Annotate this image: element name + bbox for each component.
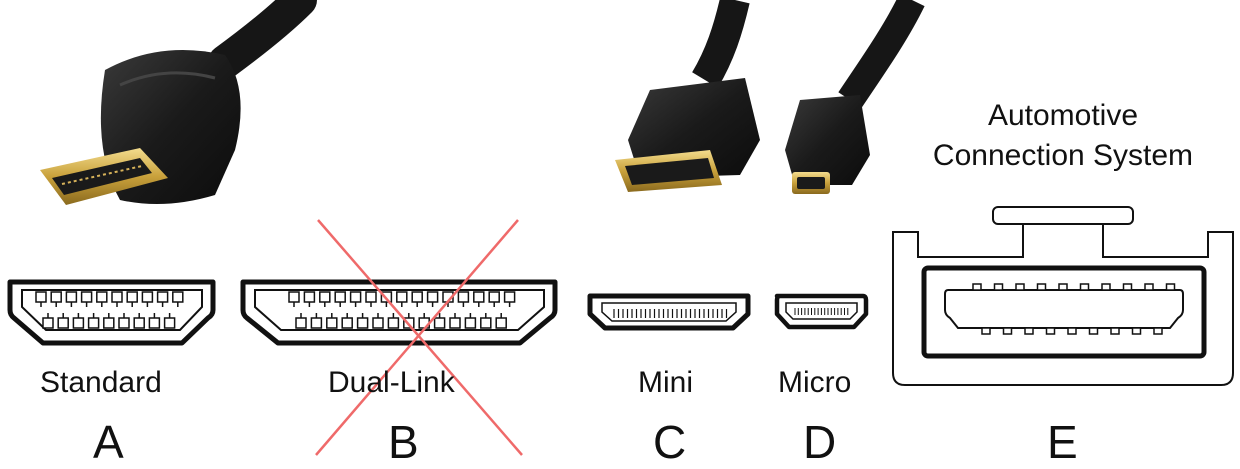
pin-pad: [133, 317, 145, 329]
standard-connector-drawing: [7, 279, 216, 346]
pin-pad: [396, 291, 408, 303]
pin-pad: [1015, 283, 1025, 291]
pin-pad: [80, 291, 93, 303]
micro-connector-drawing: [774, 293, 869, 330]
pin-pad: [495, 317, 507, 329]
pin-pad: [163, 317, 176, 329]
pin-pad: [310, 317, 323, 329]
pin-pad: [349, 291, 362, 303]
pin-pad: [356, 317, 369, 329]
pin-pad: [1002, 327, 1013, 335]
pin-pad: [295, 317, 307, 329]
pin-pad: [326, 317, 338, 329]
pin-pad: [1144, 283, 1154, 291]
pin-pad: [993, 283, 1004, 291]
pin-pad: [341, 317, 353, 329]
pin-pad: [411, 291, 423, 303]
pin-pad: [372, 317, 384, 329]
pin-pad: [1122, 283, 1133, 291]
automotive-letter: E: [1047, 416, 1078, 468]
mini-plug-photo: [615, 0, 760, 192]
pin-pad: [334, 291, 346, 303]
pin-pad: [457, 291, 470, 303]
automotive-connector-drawing: [892, 206, 1234, 386]
micro-plug-photo: [785, 0, 925, 194]
pin-pad: [288, 291, 300, 303]
pin-pad: [1101, 283, 1111, 291]
pin-pad: [148, 317, 161, 329]
pin-pad: [1036, 283, 1047, 291]
mini-connector-drawing: [587, 293, 751, 331]
pin-pad: [972, 283, 982, 291]
pin-pad: [156, 291, 169, 303]
standard-label: Standard: [40, 366, 162, 399]
dual-link-label: Dual-Link: [328, 366, 455, 399]
pin-pad: [1153, 327, 1163, 335]
dual-link-cross: [315, 219, 523, 456]
pin-pad: [172, 291, 184, 303]
micro-letter: D: [803, 416, 837, 468]
pin-pad: [118, 317, 130, 329]
automotive-title: Automotive Connection System: [903, 96, 1223, 176]
standard-plug-photo: [40, 0, 317, 205]
pin-pad: [126, 291, 138, 303]
pin-pad: [141, 291, 154, 303]
pin-pad: [72, 317, 85, 329]
pin-pad: [103, 317, 115, 329]
micro-label: Micro: [778, 366, 852, 399]
pin-pad: [111, 291, 123, 303]
pin-pad: [503, 291, 516, 303]
pin-pad: [65, 291, 78, 303]
pin-pad: [57, 317, 69, 329]
pin-pad: [449, 317, 461, 329]
dual-link-letter: B: [388, 416, 419, 468]
pin-pad: [35, 291, 47, 303]
pin-pad: [387, 317, 400, 329]
pin-pad: [365, 291, 377, 303]
mini-label: Mini: [638, 366, 694, 399]
pin-pad: [464, 317, 477, 329]
pin-pad: [488, 291, 500, 303]
mini-letter: C: [653, 416, 687, 468]
pin-pad: [480, 317, 492, 329]
pin-pad: [981, 327, 991, 335]
pin-pad: [1110, 327, 1120, 335]
pin-pad: [1131, 327, 1142, 335]
pin-pad: [42, 317, 54, 329]
pin-pad: [1045, 327, 1056, 335]
pin-pad: [319, 291, 331, 303]
pin-pad: [1058, 283, 1068, 291]
pin-pad: [1079, 283, 1090, 291]
pin-pad: [1067, 327, 1077, 335]
pin-pad: [1165, 283, 1176, 291]
pin-pad: [1024, 327, 1034, 335]
pin-pad: [426, 291, 439, 303]
automotive-title-line1: Automotive: [987, 99, 1139, 132]
pin-pad: [1088, 327, 1099, 335]
standard-letter: A: [93, 416, 124, 468]
pin-pad: [433, 317, 446, 329]
pin-pad: [303, 291, 316, 303]
automotive-title-line2: Connection System: [932, 139, 1194, 172]
pin-pad: [473, 291, 485, 303]
pin-pad: [96, 291, 108, 303]
pin-pad: [50, 291, 62, 303]
pin-pad: [87, 317, 100, 329]
